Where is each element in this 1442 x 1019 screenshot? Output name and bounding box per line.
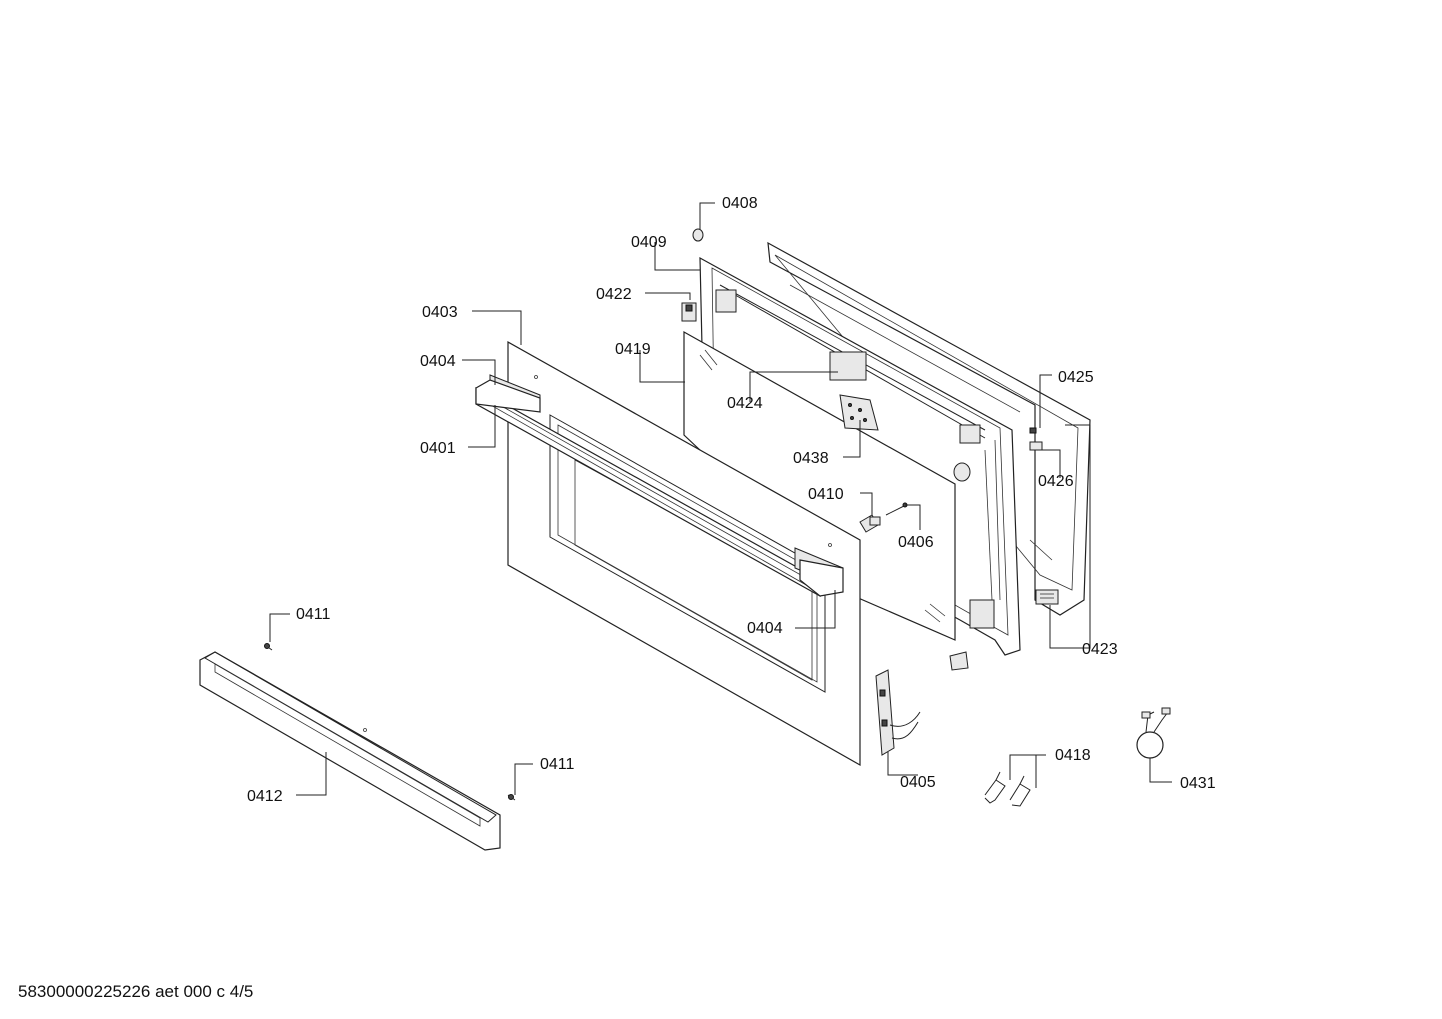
label-0403: 0403 (422, 304, 458, 321)
leader-lines (269, 202, 1172, 796)
label-0411-top: 0411 (296, 606, 331, 623)
label-0408: 0408 (722, 195, 758, 212)
label-0425: 0425 (1058, 369, 1094, 386)
cap-0408 (692, 228, 704, 242)
label-0411-bottom: 0411 (540, 756, 575, 773)
clip-0422 (681, 302, 697, 322)
label-0438: 0438 (793, 450, 829, 467)
part-labels: 0408 0409 0422 0403 0419 0404 0424 0425 … (247, 195, 1216, 805)
label-0406: 0406 (898, 534, 934, 551)
label-0404-bottom: 0404 (747, 620, 783, 637)
label-0423: 0423 (1082, 641, 1118, 658)
hinge-0405 (875, 669, 921, 756)
document-footer-code: 58300000225226 aet 000 c 4/5 (18, 982, 254, 1001)
label-0431: 0431 (1180, 775, 1216, 792)
label-0419: 0419 (615, 341, 651, 358)
label-0410: 0410 (808, 486, 844, 503)
springs-0418 (984, 771, 1031, 807)
foot-bumper (949, 651, 969, 671)
label-0412: 0412 (247, 788, 283, 805)
hinge-plate (839, 394, 879, 431)
inner-glass-panel (683, 330, 956, 641)
label-0426: 0426 (1038, 473, 1074, 490)
label-0404-top: 0404 (420, 353, 456, 370)
label-0409: 0409 (631, 234, 667, 251)
sensor-0431 (1136, 707, 1171, 759)
label-0401: 0401 (420, 440, 456, 457)
label-0424: 0424 (727, 395, 763, 412)
latch-0423 (1035, 589, 1059, 605)
label-0418: 0418 (1055, 747, 1091, 764)
label-0405: 0405 (900, 774, 936, 791)
bottom-trim-strip (199, 651, 501, 851)
screw-0411-bottom (507, 794, 516, 801)
screw-0411-top (264, 643, 273, 651)
label-0422: 0422 (596, 286, 632, 303)
clip-0426 (1029, 441, 1043, 451)
door-handle (475, 374, 844, 598)
bolt-0410 (859, 514, 881, 533)
clip-0425 (1029, 427, 1037, 434)
